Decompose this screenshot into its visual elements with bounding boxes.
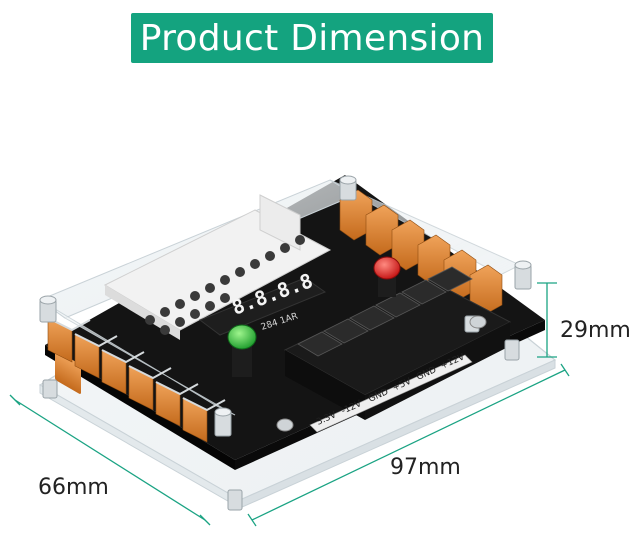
standoffs <box>39 175 532 511</box>
height-dimension-label: 29mm <box>560 318 631 343</box>
dimension-lines <box>9 282 570 527</box>
capacitors <box>276 315 487 432</box>
atx-connector <box>103 194 332 340</box>
pin-header <box>145 235 305 335</box>
usb-port-shells <box>47 317 226 412</box>
banner-title: Product Dimension <box>139 17 485 59</box>
green-button <box>227 324 257 377</box>
usb-ports-left <box>55 350 81 394</box>
usb-port <box>47 317 208 443</box>
usb-ports-right <box>339 189 503 316</box>
title-banner: Product Dimension <box>131 13 493 63</box>
length-dimension-label: 97mm <box>390 455 461 480</box>
red-button <box>373 256 401 297</box>
width-dimension-label: 66mm <box>38 475 109 500</box>
